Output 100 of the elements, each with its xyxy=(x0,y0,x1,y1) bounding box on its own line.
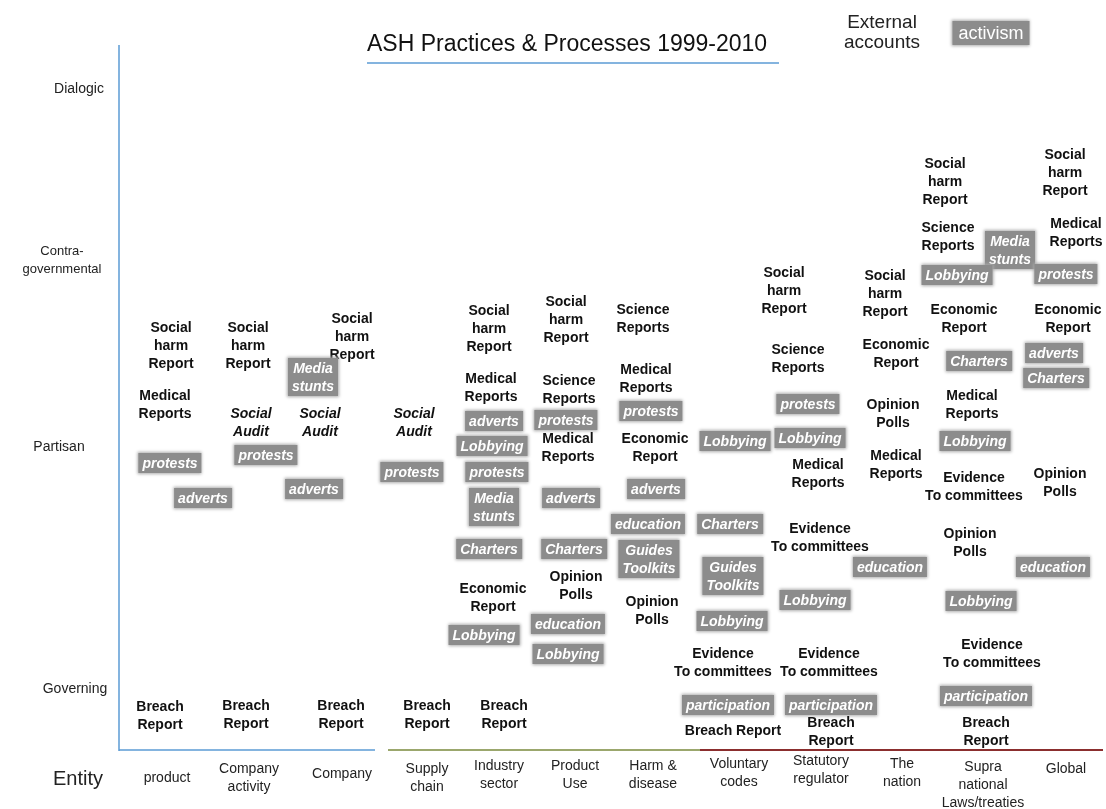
activity-tag: Charters xyxy=(541,539,607,559)
axis-label: Global xyxy=(1045,759,1087,777)
practice-label: Economic Report xyxy=(930,300,998,336)
practice-label: Social harm Report xyxy=(225,318,271,372)
practice-label: Social harm Report xyxy=(761,263,807,317)
activity-tag: Media stunts xyxy=(985,231,1035,269)
activity-tag: Lobbying xyxy=(921,265,993,285)
activity-tag: adverts xyxy=(285,479,343,499)
activity-tag: education xyxy=(852,557,928,577)
practice-label: Social harm Report xyxy=(543,292,589,346)
practice-label: Breach Report xyxy=(222,696,270,732)
activity-tag: Lobbying xyxy=(945,591,1017,611)
practice-label: Medical Reports xyxy=(541,429,595,465)
practice-label: Economic Report xyxy=(459,579,527,615)
activity-tag: protests xyxy=(776,394,840,414)
activity-tag: Guides Toolkits xyxy=(618,540,680,578)
axis-label: Partisan xyxy=(33,437,85,455)
activity-tag: Media stunts xyxy=(288,358,338,396)
activity-tag: education xyxy=(610,514,686,534)
practice-label: Economic Report xyxy=(862,335,930,371)
axis-label: Governing xyxy=(42,679,108,697)
practice-label: Social Audit xyxy=(299,404,341,440)
practice-label: Science Reports xyxy=(616,300,670,336)
practice-label: Opinion Polls xyxy=(866,395,920,431)
activity-tag: protests xyxy=(465,462,529,482)
activity-tag: Charters xyxy=(697,514,763,534)
practice-label: Economic Report xyxy=(621,429,689,465)
axis-label: Supply chain xyxy=(405,759,449,795)
activity-tag: Lobbying xyxy=(456,436,528,456)
practice-label: Science Reports xyxy=(771,340,825,376)
axis-label: Industry sector xyxy=(474,756,524,792)
practice-label: Medical Reports xyxy=(945,386,999,422)
practice-label: Opinion Polls xyxy=(1033,464,1087,500)
practice-label: Breach Report xyxy=(962,713,1010,749)
activity-tag: participation xyxy=(940,686,1032,706)
activity-tag: Lobbying xyxy=(774,428,846,448)
activity-tag: adverts xyxy=(1025,343,1083,363)
activity-tag: Charters xyxy=(1023,368,1089,388)
category-heading: External accounts xyxy=(844,12,920,52)
activity-tag: protests xyxy=(619,401,683,421)
activity-tag: Lobbying xyxy=(696,611,768,631)
activity-tag: education xyxy=(1015,557,1091,577)
practice-label: Evidence To committees xyxy=(943,635,1041,671)
practice-label: Breach Report xyxy=(684,721,782,739)
activity-tag: protests xyxy=(380,462,444,482)
axis-label: Harm & disease xyxy=(628,756,678,792)
practice-label: Evidence To committees xyxy=(925,468,1023,504)
activity-tag: Lobbying xyxy=(532,644,604,664)
practice-label: Opinion Polls xyxy=(549,567,603,603)
axis-label: Contra-governmental xyxy=(21,242,103,278)
axis-label: Product Use xyxy=(550,756,600,792)
practice-label: Breach Report xyxy=(403,696,451,732)
practice-label: Opinion Polls xyxy=(625,592,679,628)
activity-tag: Media stunts xyxy=(469,488,519,526)
practice-label: Social Audit xyxy=(393,404,435,440)
practice-label: Medical Reports xyxy=(138,386,192,422)
activity-tag: adverts xyxy=(627,479,685,499)
activity-tag: protests xyxy=(1034,264,1098,284)
practice-label: Breach Report xyxy=(136,697,184,733)
activity-tag: Lobbying xyxy=(699,431,771,451)
axis-label: Dialogic xyxy=(54,79,104,97)
activity-tag: activism xyxy=(952,21,1030,45)
practice-label: Science Reports xyxy=(921,218,975,254)
practice-label: Economic Report xyxy=(1034,300,1102,336)
axis-label: Voluntary codes xyxy=(709,754,769,790)
activity-tag: protests xyxy=(234,445,298,465)
activity-tag: adverts xyxy=(542,488,600,508)
activity-tag: protests xyxy=(534,410,598,430)
practice-label: Evidence To committees xyxy=(674,644,772,680)
activity-tag: Guides Toolkits xyxy=(702,557,764,595)
activity-tag: Lobbying xyxy=(779,590,851,610)
activity-tag: Lobbying xyxy=(448,625,520,645)
axis-label: Statutory regulator xyxy=(793,751,849,787)
axis-label: Company activity xyxy=(219,759,279,795)
axis-label: product xyxy=(143,768,191,786)
practice-label: Social harm Report xyxy=(1042,145,1088,199)
practice-label: Breach Report xyxy=(317,696,365,732)
practice-label: Evidence To committees xyxy=(771,519,869,555)
practice-label: Breach Report xyxy=(807,713,855,749)
practice-label: Medical Reports xyxy=(869,446,923,482)
practice-label: Medical Reports xyxy=(619,360,673,396)
practice-label: Science Reports xyxy=(542,371,596,407)
activity-tag: protests xyxy=(138,453,202,473)
activity-tag: education xyxy=(530,614,606,634)
practice-label: Social harm Report xyxy=(922,154,968,208)
practice-label: Opinion Polls xyxy=(943,524,997,560)
practice-label: Medical Reports xyxy=(1049,214,1103,250)
chart-title: ASH Practices & Processes 1999-2010 xyxy=(367,30,768,57)
axis-title: Entity xyxy=(53,769,103,787)
practice-label: Social harm Report xyxy=(466,301,512,355)
practice-label: Medical Reports xyxy=(791,455,845,491)
practice-label: Social Audit xyxy=(230,404,272,440)
activity-tag: participation xyxy=(785,695,877,715)
axis-label: Company xyxy=(312,764,372,782)
practice-label: Social harm Report xyxy=(148,318,194,372)
activity-tag: Lobbying xyxy=(939,431,1011,451)
practice-label: Breach Report xyxy=(480,696,528,732)
activity-tag: participation xyxy=(682,695,774,715)
activity-tag: Charters xyxy=(456,539,522,559)
activity-tag: Charters xyxy=(946,351,1012,371)
